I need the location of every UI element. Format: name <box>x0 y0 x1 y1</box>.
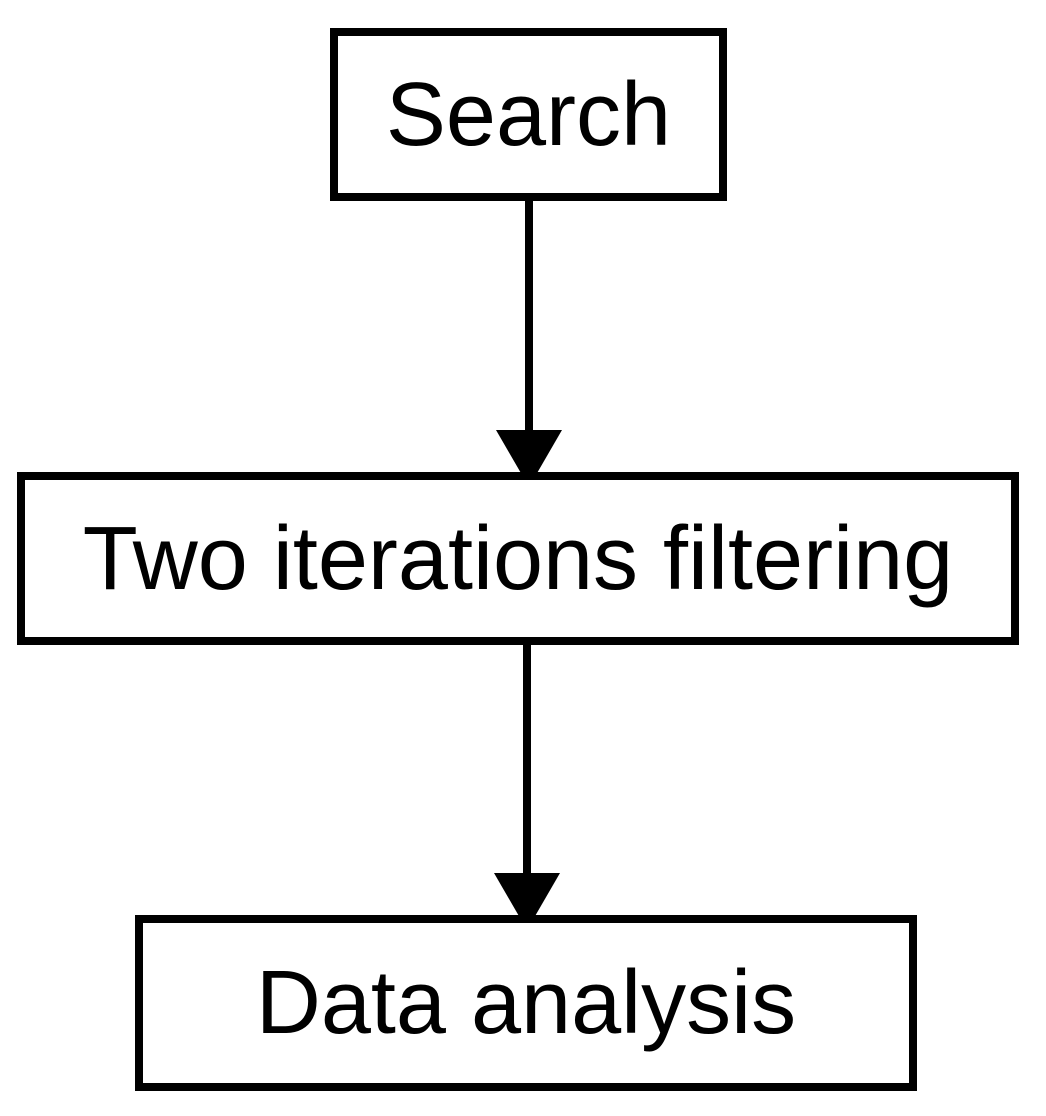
arrow-search-to-filtering-icon <box>496 197 562 487</box>
node-data-analysis: Data analysis <box>135 915 917 1091</box>
node-two-iterations-filtering-label: Two iterations filtering <box>82 508 954 609</box>
node-data-analysis-label: Data analysis <box>255 953 797 1053</box>
arrow-filtering-to-analysis-icon <box>494 641 560 930</box>
node-search: Search <box>330 28 727 201</box>
node-two-iterations-filtering: Two iterations filtering <box>17 472 1019 645</box>
node-search-label: Search <box>385 64 672 165</box>
